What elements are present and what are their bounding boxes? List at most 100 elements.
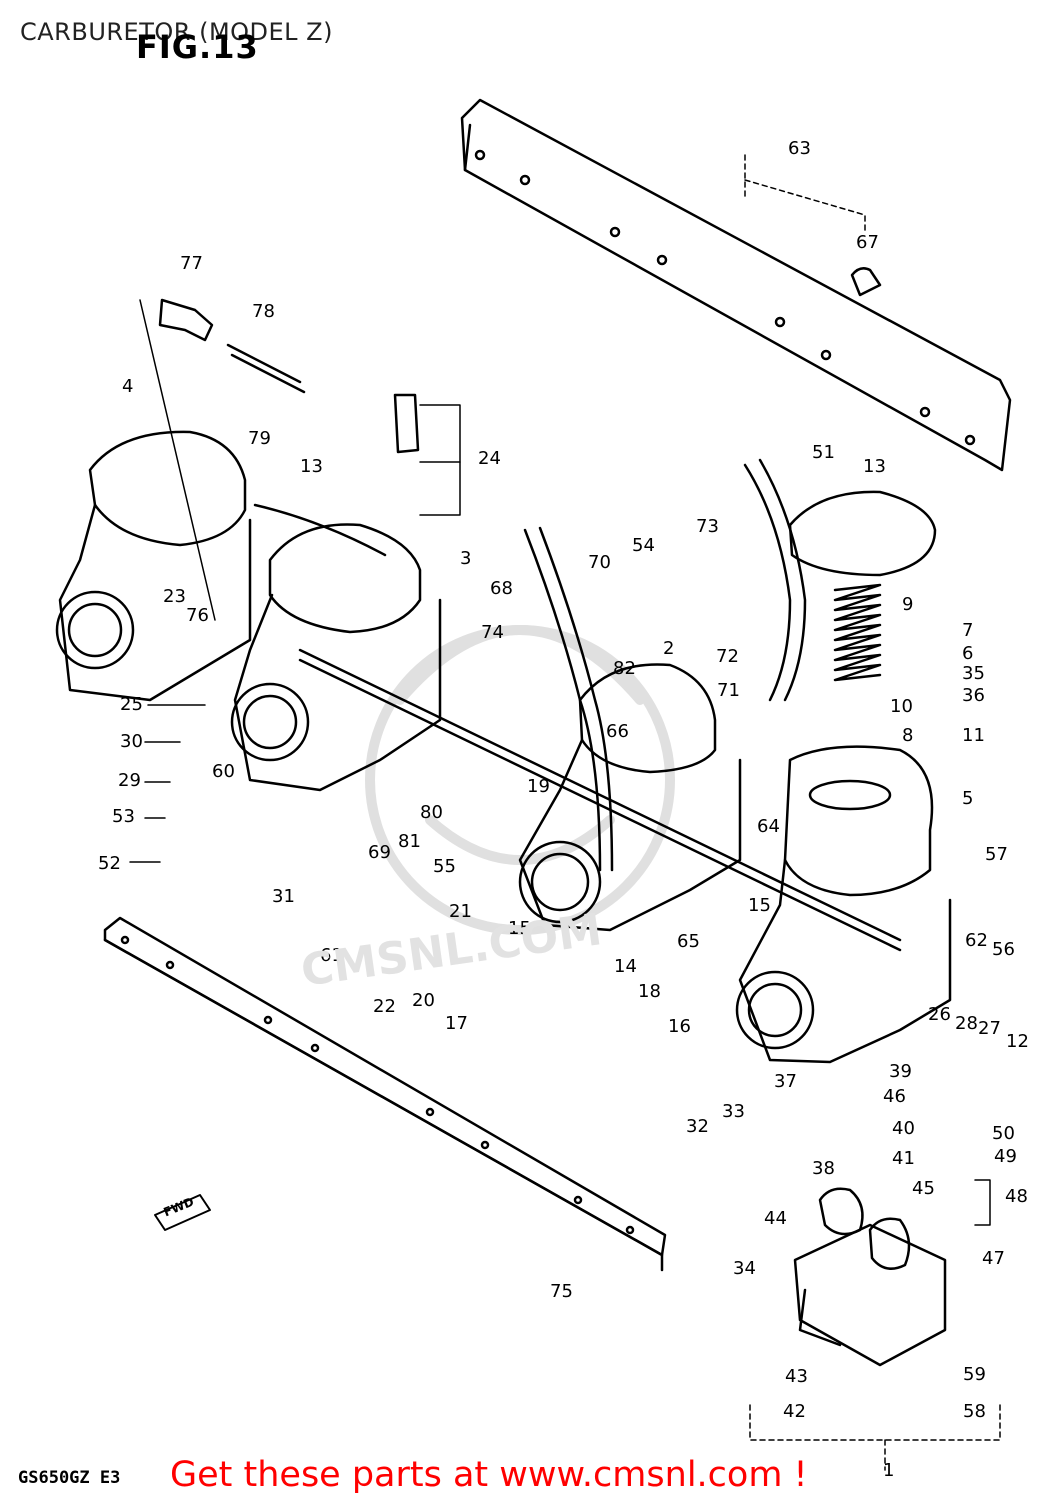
part-callout-52: 52 <box>98 853 121 874</box>
part-callout-64: 64 <box>757 816 780 837</box>
part-callout-46: 46 <box>883 1086 906 1107</box>
part-callout-26: 26 <box>928 1004 951 1025</box>
part-callout-47: 47 <box>982 1248 1005 1269</box>
part-callout-9: 9 <box>902 594 914 615</box>
part-callout-15: 15 <box>748 895 771 916</box>
part-callout-35: 35 <box>962 663 985 684</box>
part-callout-33: 33 <box>722 1101 745 1122</box>
part-callout-16: 16 <box>668 1016 691 1037</box>
part-callout-7: 7 <box>962 620 974 641</box>
part-callout-80: 80 <box>420 802 443 823</box>
part-callout-73: 73 <box>696 516 719 537</box>
bracket-77 <box>158 298 214 342</box>
part-callout-50: 50 <box>992 1123 1015 1144</box>
figure-label: FIG.13 <box>136 28 259 66</box>
tube-72 <box>743 463 792 702</box>
part-callout-37: 37 <box>774 1071 797 1092</box>
part-callout-2: 2 <box>663 638 675 659</box>
part-callout-29: 29 <box>118 770 141 791</box>
tube-79 <box>253 503 387 557</box>
part-callout-69: 69 <box>368 842 391 863</box>
part-callout-56: 56 <box>992 939 1015 960</box>
part-callout-10: 10 <box>890 696 913 717</box>
part-callout-6: 6 <box>962 643 974 664</box>
part-callout-53: 53 <box>112 806 135 827</box>
part-callout-65: 65 <box>677 931 700 952</box>
part-callout-31: 31 <box>272 886 295 907</box>
part-callout-13: 13 <box>300 456 323 477</box>
part-callout-18: 18 <box>638 981 661 1002</box>
tube-72b <box>758 458 807 702</box>
part-callout-71: 71 <box>717 680 740 701</box>
carburetor-body-4 <box>55 430 252 702</box>
part-callout-17: 17 <box>445 1013 468 1034</box>
carburetor-body-3 <box>230 523 442 792</box>
part-callout-23: 23 <box>163 586 186 607</box>
part-callout-22: 22 <box>373 996 396 1017</box>
part-callout-25: 25 <box>120 694 143 715</box>
part-callout-36: 36 <box>962 685 985 706</box>
part-callout-77: 77 <box>180 253 203 274</box>
part-callout-54: 54 <box>632 535 655 556</box>
part-callout-5: 5 <box>962 788 974 809</box>
part-callout-58: 58 <box>963 1401 986 1422</box>
shop-link[interactable]: Get these parts at www.cmsnl.com ! <box>170 1455 808 1495</box>
part-callout-3: 3 <box>460 548 472 569</box>
watermark-logo <box>365 625 675 935</box>
part-callout-44: 44 <box>764 1208 787 1229</box>
part-callout-11: 11 <box>962 725 985 746</box>
part-callout-66: 66 <box>606 721 629 742</box>
part-callout-78: 78 <box>252 301 275 322</box>
part-callout-63: 63 <box>788 138 811 159</box>
part-callout-13: 13 <box>863 456 886 477</box>
spring-9 <box>833 583 882 682</box>
part-callout-79: 79 <box>248 428 271 449</box>
spring-78 <box>226 343 306 394</box>
fuel-pipe-24 <box>393 393 420 454</box>
part-callout-82: 82 <box>613 658 636 679</box>
part-callout-39: 39 <box>889 1061 912 1082</box>
vent-tube-68b <box>538 526 614 872</box>
part-callout-40: 40 <box>892 1118 915 1139</box>
fwd-arrow-shape <box>154 1194 211 1231</box>
upper-bracket-plate <box>460 98 1012 472</box>
part-callout-42: 42 <box>783 1401 806 1422</box>
lower-bracket-plate <box>103 916 667 1272</box>
part-callout-49: 49 <box>994 1146 1017 1167</box>
part-callout-72: 72 <box>716 646 739 667</box>
screw-67 <box>850 267 882 297</box>
part-callout-51: 51 <box>812 442 835 463</box>
part-callout-67: 67 <box>856 232 879 253</box>
part-callout-27: 27 <box>978 1018 1001 1039</box>
part-callout-68: 68 <box>490 578 513 599</box>
part-callout-74: 74 <box>481 622 504 643</box>
part-callout-38: 38 <box>812 1158 835 1179</box>
part-callout-57: 57 <box>985 844 1008 865</box>
part-callout-41: 41 <box>892 1148 915 1169</box>
part-callout-32: 32 <box>686 1116 709 1137</box>
part-callout-15: 15 <box>508 918 531 939</box>
part-callout-34: 34 <box>733 1258 756 1279</box>
part-callout-30: 30 <box>120 731 143 752</box>
float-44 <box>818 1187 911 1270</box>
part-callout-55: 55 <box>433 856 456 877</box>
vent-tube-68 <box>523 528 602 872</box>
float-bowl-34 <box>793 1223 947 1367</box>
part-callout-60: 60 <box>212 761 235 782</box>
part-callout-43: 43 <box>785 1366 808 1387</box>
part-callout-70: 70 <box>588 552 611 573</box>
part-callout-4: 4 <box>122 376 134 397</box>
pointer-line-77 <box>139 299 216 621</box>
chamber-cap-51 <box>788 490 937 577</box>
part-callout-28: 28 <box>955 1013 978 1034</box>
part-callout-62: 62 <box>965 930 988 951</box>
part-callout-45: 45 <box>912 1178 935 1199</box>
page-title: CARBURETOR (MODEL Z) <box>20 18 333 46</box>
part-callout-75: 75 <box>550 1281 573 1302</box>
part-callout-59: 59 <box>963 1364 986 1385</box>
model-code: GS650GZ E3 <box>18 1468 121 1488</box>
part-callout-19: 19 <box>527 776 550 797</box>
throttle-shaft <box>298 648 902 942</box>
part-callout-76: 76 <box>186 605 209 626</box>
